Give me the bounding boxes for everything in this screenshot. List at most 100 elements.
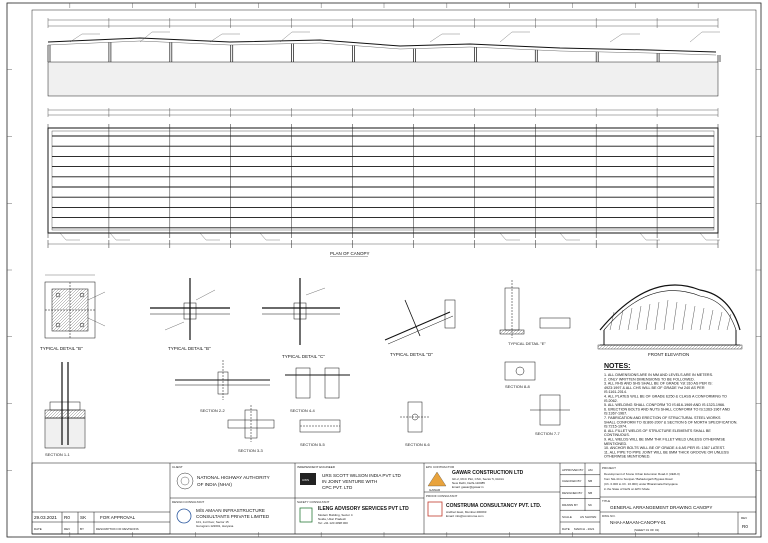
- proof-cell: PROOF CONSULTANT CONSTRUMA CONSULTANCY P…: [426, 494, 542, 518]
- note-line: IS:2062.: [604, 399, 618, 403]
- designed-val: NB: [588, 491, 592, 495]
- ie-name-3: CPC PVT. LTD: [322, 485, 353, 490]
- front-elevation-label: FRONT ELEVATION: [648, 352, 689, 357]
- section-4-4-label: SECTION 4-4: [290, 408, 315, 413]
- project-label: PROJECT: [602, 466, 616, 470]
- drawn-label: DRAWN BY: [562, 503, 578, 507]
- section-8-8-label: SECTION 8-8: [505, 384, 530, 389]
- note-line: IS:1367-1967.: [604, 412, 627, 416]
- rev-col-by: BY: [80, 527, 84, 531]
- contractor-heading: EPC CONTRACTOR: [426, 465, 455, 469]
- proof-heading: PROOF CONSULTANT: [426, 494, 458, 498]
- note-line: 11. ALL PIPE TO PIPE JOINT WILL BE 6MM T…: [604, 450, 729, 454]
- note-line: 4923:1997 & ALL CHS WILL BE OF GRADE Yst…: [604, 386, 705, 390]
- dwg-label: DWG NO.: [602, 514, 616, 518]
- gawar-logo-icon: [427, 471, 447, 487]
- ileng-logo-icon: [299, 507, 313, 523]
- section-2-2: [175, 360, 270, 400]
- approvals-cell: APPROVED BY AM CHECKED BY NB DESIGNED BY…: [562, 468, 596, 531]
- client-name-1: NATIONAL HIGHWAY AUTHORITY: [197, 475, 270, 480]
- section-4-4: [285, 367, 350, 399]
- rev-label: REV: [741, 516, 747, 520]
- contractor-addr-3: Email: gawar@gawar.in: [452, 485, 484, 489]
- scale-label: SCALE: [562, 515, 572, 519]
- note-line: 4. ALL PLATES WILL BE OF GRADE E250 & CL…: [604, 395, 727, 399]
- drawn-val: SK: [588, 503, 592, 507]
- ie-logo: UWS: [302, 478, 309, 482]
- approved-val: AM: [588, 468, 593, 472]
- detail-d-label: TYPICAL DETAIL "D": [390, 352, 433, 357]
- construma-logo-icon: [427, 501, 443, 517]
- section-1-1: [44, 362, 86, 449]
- date-val: MARCH - 2021: [574, 527, 595, 531]
- dwg-sheet: (SHEET 01 OF 01): [634, 528, 659, 532]
- scale-val: AS SHOWN: [580, 515, 596, 519]
- section-3-3-label: SECTION 3-3: [238, 448, 263, 453]
- detail-c: [262, 278, 340, 345]
- ie-logo-icon: [300, 473, 316, 485]
- canopy-elevation: [47, 18, 721, 97]
- detail-c-label: TYPICAL DETAIL "C": [282, 354, 325, 359]
- contractor-addr-2: New Delhi, Delhi-110085: [452, 481, 485, 485]
- rev-id: R0: [64, 515, 70, 520]
- section-5-5-label: SECTION 5-5: [300, 442, 325, 447]
- nhai-emblem-icon: [176, 472, 194, 490]
- detail-b2-label: TYPICAL DETAIL "B": [168, 346, 211, 351]
- ie-heading: INDEPENDENT ENGINEER: [297, 465, 336, 469]
- rev-col-date: DATE: [34, 527, 42, 531]
- note-line: IS:7215-1974.: [604, 425, 627, 429]
- design-addr-1: 101, 1st Floor, Sector 15: [196, 520, 229, 524]
- note-line: 6. ERECTION BOLTS AND NUTS SHALL CONFORM…: [604, 407, 730, 411]
- dwg-val: NHAI-AMAAN-CANOPY-01: [610, 520, 666, 525]
- ie-name-1: URS SCOTT WILSON INDIA PVT LTD: [322, 473, 402, 478]
- section-2-2-label: SECTION 2-2: [200, 408, 225, 413]
- safety-name: ILENG ADVISORY SERVICES PVT LTD: [318, 506, 409, 512]
- note-line: IS:1161-2014.: [604, 390, 627, 394]
- section-1-1-label: SECTION 1-1: [45, 452, 70, 457]
- contractor-logo: GAWAR: [429, 488, 441, 492]
- amaan-logo-icon: [176, 508, 192, 524]
- safety-cell: SAFETY CONSULTANT ILENG ADVISORY SERVICE…: [297, 500, 409, 525]
- proof-addr-1: Andheri East, Mumbai 400093: [446, 510, 487, 514]
- project-line-1: Development of 6-lane Urban Extension Ro…: [604, 472, 680, 476]
- detail-b-label: TYPICAL DETAIL "B": [40, 346, 83, 351]
- note-line: 9. ALL WELDS WILL BE 6MM THK FILLET WELD…: [604, 438, 726, 442]
- rev-col-rev: REV: [64, 527, 70, 531]
- design-name-1: M/S AMAAN INFRASTRUCTURE: [196, 508, 265, 513]
- border-grid-ticks: [6, 2, 762, 538]
- note-line: 2. ONLY WRITTEN DIMENSIONS TO BE FOLLOWE…: [604, 377, 695, 381]
- project-line-3: (Ch. 0.000 to Ch. 16.000) under Bharatma…: [604, 482, 678, 486]
- client-name-2: OF INDIA (NHAI): [197, 482, 232, 487]
- detail-b2: [150, 278, 230, 340]
- title-label: TITLE: [602, 499, 610, 503]
- designed-label: DESIGNED BY: [562, 491, 583, 495]
- title-block: [31, 462, 757, 535]
- contractor-cell: EPC CONTRACTOR GAWAR GAWAR CONSTRUCTION …: [426, 465, 524, 492]
- ie-cell: INDEPENDENT ENGINEER UWS URS SCOTT WILSO…: [297, 465, 402, 490]
- title-val: GENERAL ARRANGEMENT DRAWING CANOPY: [610, 505, 712, 510]
- client-cell: CLIENT NATIONAL HIGHWAY AUTHORITY OF IND…: [172, 465, 270, 490]
- note-line: OTHERWISE MENTIONED.: [604, 455, 650, 459]
- section-5-5: [299, 419, 341, 433]
- section-7-7-label: SECTION 7-7: [535, 431, 560, 436]
- checked-label: CHECKED BY: [562, 479, 582, 483]
- project-line-2: from NH-44 to Sonipat / Bahadurgarh Bypa…: [604, 477, 673, 481]
- note-line: 10. ANCHOR BOLTS WILL BE OF GRADE 4.6 AS…: [604, 446, 725, 450]
- rev-purpose: FOR APPROVAL: [100, 515, 136, 520]
- client-heading: CLIENT: [172, 465, 183, 469]
- project-line-4: in the State of Delhi on EPC Mode: [604, 487, 650, 491]
- note-line: 3. ALL RHS AND SHS SHALL BE OF GRADE Yst…: [604, 382, 712, 386]
- section-6-6: [400, 401, 430, 433]
- plan-label: PLAN OF CANOPY: [330, 251, 370, 256]
- proof-addr-2: Email: info@construma.com: [446, 514, 484, 518]
- date-label: DATE: [562, 527, 570, 531]
- note-line: 5. ALL WELDING SHALL CONFORM TO IS:816-1…: [604, 403, 725, 407]
- proof-name: CONSTRUMA CONSULTANCY PVT. LTD.: [446, 503, 542, 509]
- rev-date: 29.03.2021: [34, 515, 57, 520]
- safety-addr-1: Modern Building, Sector 4: [318, 513, 353, 517]
- rev-col-desc: DESCRIPTION OF REVISIONS: [96, 527, 139, 531]
- safety-addr-3: Tel: +91 120 4098 000: [318, 521, 348, 525]
- note-line: 7. FABRICATION AND ERECTION OF STRUCTURA…: [604, 416, 721, 420]
- rev-by: SK: [80, 515, 87, 520]
- safety-heading: SAFETY CONSULTANT: [297, 500, 330, 504]
